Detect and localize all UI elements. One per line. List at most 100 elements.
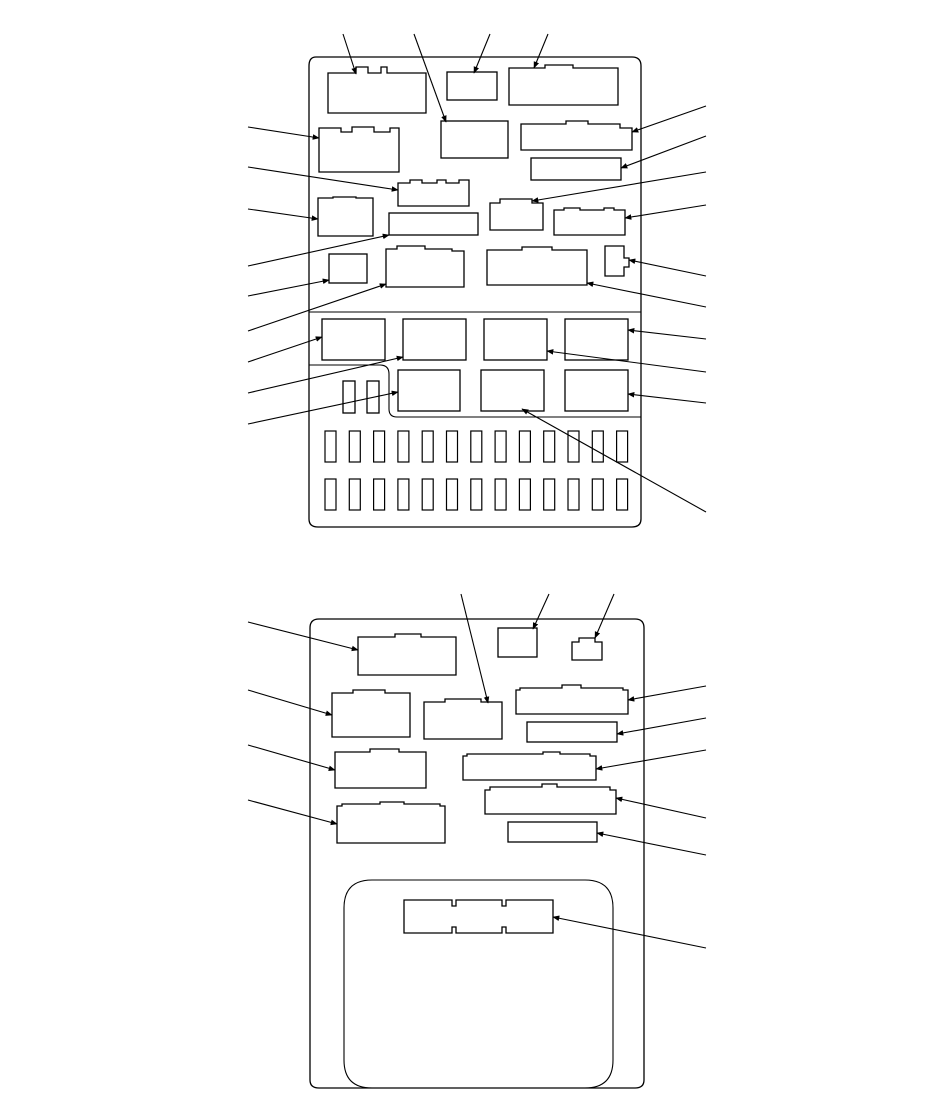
leader-line — [552, 915, 707, 949]
lower-subpanel-outline — [343, 879, 614, 1089]
blade-fuse — [591, 430, 604, 463]
leader-line — [595, 749, 707, 771]
connector-lower-row2-right — [515, 684, 629, 715]
leader-line — [247, 744, 336, 771]
leader-line — [531, 171, 707, 203]
relay-7 — [564, 369, 629, 412]
leader-line — [627, 327, 707, 340]
leader-line — [413, 33, 447, 123]
leader-line — [631, 105, 707, 133]
leader-line — [247, 799, 338, 826]
blade-fuse — [373, 478, 386, 511]
connector-lower-top-right — [571, 637, 603, 661]
blade-fuse — [445, 430, 459, 463]
connector-row3-mid — [397, 179, 470, 207]
connector-top-small — [446, 71, 498, 101]
blade-fuse — [445, 478, 459, 511]
blade-fuse — [494, 478, 507, 511]
connector-row4-wide — [486, 246, 588, 286]
leader-line — [247, 166, 399, 192]
relay-group — [403, 899, 554, 934]
leader-line — [594, 593, 615, 639]
leader-line — [615, 796, 707, 819]
relay-5 — [397, 369, 461, 412]
connector-top-left — [327, 66, 427, 114]
leader-line — [247, 208, 319, 221]
leader-line — [247, 355, 404, 394]
connector-lower-top-mid — [497, 627, 538, 658]
connector-lower-row2-right-flat — [526, 721, 618, 743]
blade-fuse — [567, 478, 580, 511]
leader-line — [247, 126, 320, 140]
blade-fuse — [324, 430, 337, 463]
small-fuse-1 — [342, 380, 356, 414]
leader-line — [620, 135, 707, 169]
connector-lower-row4-left — [336, 801, 446, 844]
blade-fuse — [373, 430, 386, 463]
connector-row2-right — [520, 120, 633, 151]
leader-line — [616, 717, 707, 736]
leader-line — [628, 258, 707, 277]
lower-leaders — [247, 593, 707, 949]
leader-line — [247, 278, 330, 297]
blade-fuse — [470, 478, 483, 511]
blade-fuse — [421, 430, 434, 463]
leader-line — [596, 831, 707, 856]
connector-row3-left — [317, 196, 374, 237]
blade-fuse — [615, 430, 629, 463]
leader-line — [533, 33, 549, 69]
connector-row2-center — [440, 120, 509, 159]
blade-fuse — [324, 478, 337, 511]
blade-fuse — [348, 430, 361, 463]
blade-fuse — [397, 478, 410, 511]
leader-line — [586, 281, 707, 308]
lower-panel — [247, 593, 707, 1089]
leader-line — [247, 621, 359, 652]
blade-fuse — [421, 478, 434, 511]
relay-subpanel-outline — [309, 364, 641, 418]
upper-leaders — [247, 33, 707, 513]
blade-fuse — [397, 430, 410, 463]
blade-fuse — [494, 430, 507, 463]
leader-line — [627, 391, 707, 404]
connector-lower-row3-left — [334, 748, 427, 789]
relay-1 — [321, 318, 386, 361]
connector-top-right — [508, 64, 619, 106]
connector-row3-small — [489, 198, 544, 231]
blade-fuse — [591, 478, 604, 511]
blade-fuse — [518, 478, 532, 511]
leader-line — [247, 689, 333, 716]
connector-row4-tiny — [604, 245, 630, 277]
relay-4 — [564, 318, 629, 361]
leader-line — [627, 685, 707, 702]
connector-row2-left — [318, 126, 400, 173]
connector-row3-right — [553, 207, 626, 236]
blade-fuse — [348, 478, 361, 511]
connector-lower-row3-right — [462, 751, 597, 781]
leader-line — [247, 390, 399, 425]
connector-row2-right-flat — [530, 157, 622, 181]
leader-line — [624, 204, 707, 220]
blade-fuse — [470, 430, 483, 463]
blade-fuse — [543, 478, 556, 511]
connector-lower-top-left — [357, 633, 457, 676]
leader-line — [473, 33, 491, 74]
blade-fuse — [567, 430, 580, 463]
connector-lower-row4-right — [484, 783, 617, 815]
blade-fuse-rows — [324, 430, 629, 511]
blade-fuse — [543, 430, 556, 463]
blade-fuse — [615, 478, 629, 511]
upper-panel — [247, 33, 707, 528]
connector-lower-row2-mid — [423, 698, 503, 740]
relay-2 — [402, 318, 467, 361]
blade-fuse — [518, 430, 532, 463]
leader-line — [546, 349, 707, 373]
connector-row4-small — [328, 253, 368, 284]
relay-3 — [483, 318, 548, 361]
connector-lower-row4-flat — [507, 821, 598, 843]
leader-line — [521, 408, 707, 513]
leader-line — [247, 336, 323, 363]
connector-row3-wide — [388, 212, 479, 236]
relay-6 — [480, 369, 545, 412]
